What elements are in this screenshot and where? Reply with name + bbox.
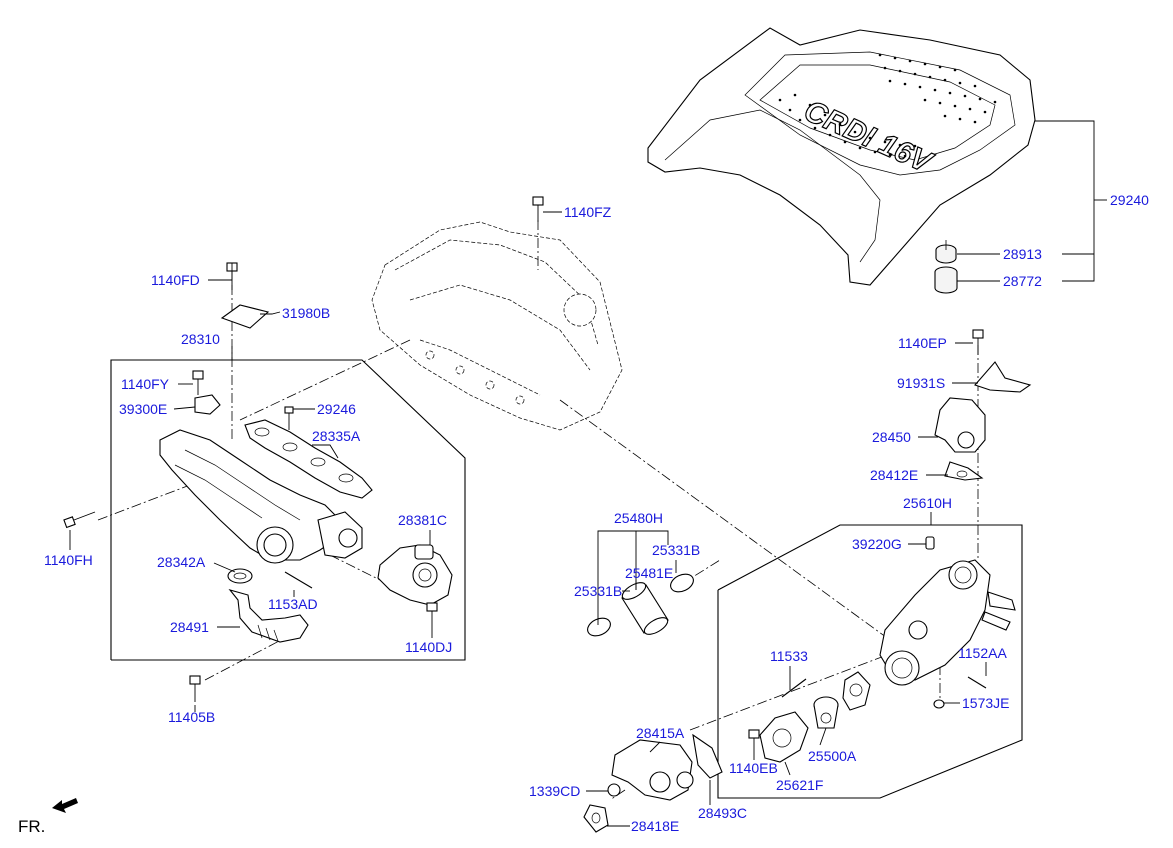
- label-28913: 28913: [1003, 246, 1042, 262]
- label-28493C: 28493C: [698, 805, 747, 821]
- engine-cover: CRDI 16V: [647, 27, 1036, 286]
- label-1140DJ: 1140DJ: [405, 639, 452, 655]
- label-1153AD: 1153AD: [268, 596, 318, 612]
- label-28772: 28772: [1003, 273, 1042, 289]
- bolt-1140FH: [63, 511, 96, 529]
- label-1339CD: 1339CD: [529, 783, 580, 799]
- label-1140FD: 1140FD: [151, 272, 200, 288]
- label-28335A: 28335A: [312, 428, 361, 444]
- label-29240: 29240: [1110, 192, 1149, 208]
- label-1140FH: 1140FH: [44, 552, 93, 568]
- label-25500A: 25500A: [808, 748, 857, 764]
- front-label: FR.: [18, 817, 45, 836]
- label-1152AA: 1152AA: [958, 645, 1007, 661]
- label-28415A: 28415A: [636, 725, 685, 741]
- label-25331B-top: 25331B: [652, 542, 700, 558]
- bolt-1140EB: [748, 729, 760, 750]
- label-29246: 29246: [317, 401, 356, 417]
- label-28310: 28310: [181, 331, 220, 347]
- label-28342A: 28342A: [157, 554, 206, 570]
- label-39220G: 39220G: [852, 536, 902, 552]
- cover-dot-pattern: [778, 53, 997, 158]
- label-25480H: 25480H: [614, 510, 663, 526]
- label-1573JE: 1573JE: [962, 695, 1009, 711]
- label-28381C: 28381C: [398, 512, 447, 528]
- label-25331B-left: 25331B: [574, 583, 622, 599]
- bolt-11405B: [189, 675, 201, 702]
- part-labels: 29240 28913 28772 1140FZ 1140FD 31980B 2…: [44, 192, 1149, 834]
- label-28491: 28491: [170, 619, 209, 635]
- label-1140EB: 1140EB: [729, 760, 778, 776]
- grommet-28772: [934, 266, 958, 294]
- front-direction-marker: FR.: [18, 798, 78, 836]
- label-28412E: 28412E: [870, 467, 918, 483]
- label-25610H: 25610H: [903, 495, 952, 511]
- label-91931S: 91931S: [897, 375, 945, 391]
- stud-29246: [284, 406, 294, 430]
- label-1140FZ: 1140FZ: [564, 204, 612, 220]
- label-39300E: 39300E: [119, 401, 167, 417]
- bolt-1140FZ: [532, 196, 544, 222]
- thermostat-housing-group: [717, 329, 1032, 799]
- intake-manifold-group: [63, 262, 466, 702]
- label-31980B: 31980B: [282, 305, 330, 321]
- alignment-lines: [97, 220, 979, 801]
- label-25481E: 25481E: [625, 565, 673, 581]
- label-28450: 28450: [872, 429, 911, 445]
- cylinder-head-outline: [371, 221, 623, 431]
- label-11405B: 11405B: [168, 709, 215, 725]
- label-28418E: 28418E: [631, 818, 679, 834]
- hose-group: [587, 573, 694, 637]
- label-11533: 11533: [770, 648, 808, 664]
- bolt-1140DJ: [426, 602, 438, 625]
- bolt-1140EP: [972, 329, 984, 355]
- label-25621F: 25621F: [776, 777, 823, 793]
- bolt-1140FY: [192, 370, 204, 395]
- front-arrow-icon: [52, 798, 78, 813]
- leader-lines: [69, 120, 1107, 827]
- label-1140FY: 1140FY: [121, 376, 170, 392]
- label-1140EP: 1140EP: [898, 335, 947, 351]
